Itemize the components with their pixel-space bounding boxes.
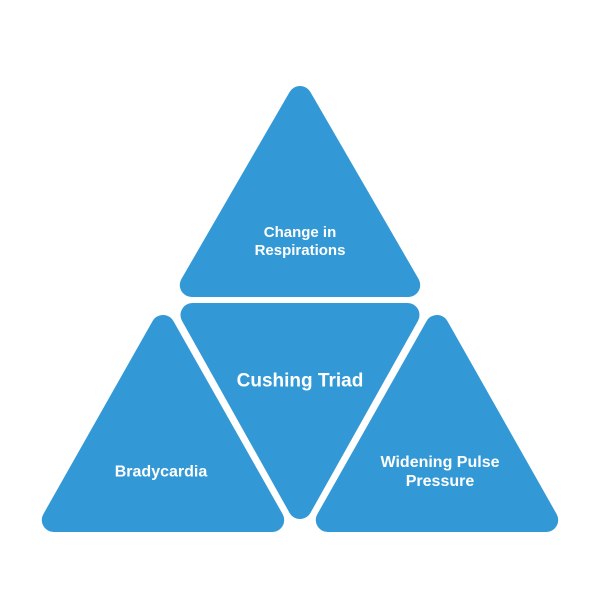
top-triangle-label: Change in Respirations [255,224,346,260]
center-triangle-label: Cushing Triad [236,370,364,392]
bottom-right-triangle-label-line2: Pressure [405,473,475,490]
top-triangle-shape [179,86,421,297]
top-triangle-label-line1: Change in [263,224,337,241]
center-inverted-triangle-shape [180,303,420,519]
top-triangle-label-line2: Respirations [254,242,346,259]
bottom-right-triangle-shape [315,315,559,532]
bottom-right-triangle-label: Widening Pulse Pressure [381,453,500,491]
bottom-left-triangle-label: Bradycardia [114,463,208,481]
bottom-left-triangle-shape [41,315,285,532]
bottom-right-triangle-label-line1: Widening Pulse [380,454,500,471]
